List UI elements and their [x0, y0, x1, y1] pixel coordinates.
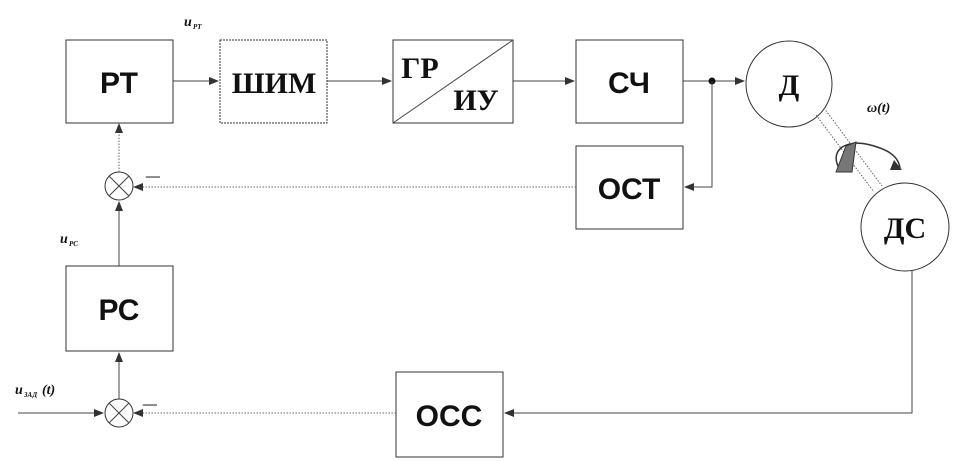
motor-d-label: Д [779, 69, 800, 102]
signal-u-zad: u ЗАД (t) [15, 383, 55, 399]
svg-text:(t): (t) [42, 383, 55, 398]
block-ost: ОСТ [575, 145, 684, 230]
arrowhead-sum-rt [115, 123, 123, 133]
svg-text:u: u [15, 383, 23, 398]
motor-d: Д [745, 40, 833, 128]
signal-omega: ω(t) [867, 101, 890, 116]
block-oss: ОСС [395, 371, 504, 458]
svg-text:РТ: РТ [193, 23, 202, 31]
block-ost-label: ОСТ [598, 173, 661, 206]
block-gr-iu: ГР ИУ [392, 39, 514, 124]
block-rs: РС [65, 265, 174, 352]
block-shim: ШИМ [219, 39, 328, 124]
sum-junction-upper [104, 171, 134, 201]
svg-text:ЗАД: ЗАД [23, 391, 37, 399]
speed-sensor-ds: ДС [860, 182, 950, 272]
arrow-ds-oss [504, 271, 913, 417]
block-shim-label: ШИМ [232, 67, 317, 100]
arrow-branch-ost [684, 81, 713, 191]
svg-text:u: u [184, 15, 192, 30]
signal-u-rt: u РТ [184, 15, 202, 31]
block-sch: СЧ [575, 39, 684, 124]
block-rs-label: РС [99, 294, 140, 327]
block-iu-label: ИУ [453, 84, 498, 117]
block-gr-label: ГР [401, 52, 438, 85]
block-sch-label: СЧ [608, 67, 650, 100]
block-oss-label: ОСС [416, 400, 483, 433]
block-gr-iu-diagonal [392, 39, 514, 124]
speed-sensor-ds-label: ДС [884, 212, 926, 245]
minus-sign-upper: — [145, 169, 160, 184]
block-rt: РТ [65, 39, 174, 124]
arrowhead-oss-sum [133, 409, 143, 417]
minus-sign-lower: — [142, 397, 157, 412]
arrowhead-ost-sum [133, 183, 143, 191]
block-rt-label: РТ [100, 67, 138, 100]
rotation-arrow-icon [835, 141, 902, 173]
svg-text:u: u [60, 232, 68, 247]
svg-text:РС: РС [69, 240, 78, 248]
signal-u-rs: u РС [60, 232, 78, 248]
sum-junction-lower [104, 398, 134, 428]
